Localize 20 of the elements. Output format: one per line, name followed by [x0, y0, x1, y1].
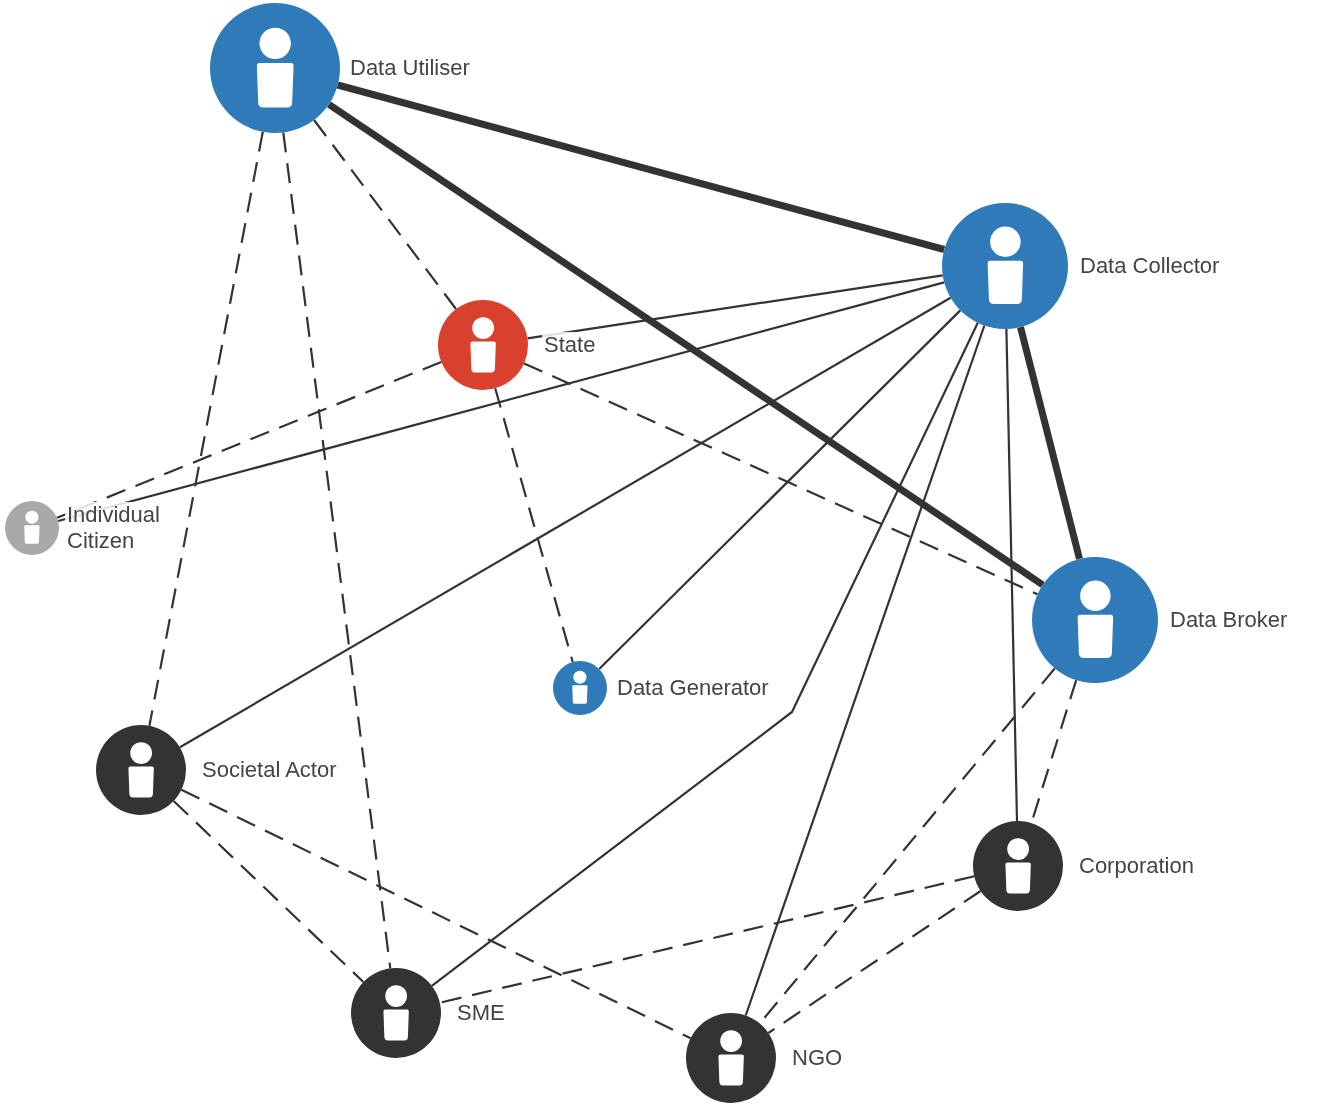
- connector-line: [57, 281, 945, 523]
- connector-line: [336, 81, 946, 253]
- connector-line: [431, 322, 979, 987]
- connector-line: [1017, 326, 1083, 560]
- dashed-connector: [148, 131, 264, 726]
- dashed-connector: [172, 800, 365, 983]
- connector-line: [326, 101, 1045, 588]
- dashed-connector: [494, 388, 574, 663]
- dashed-connector: [523, 362, 1038, 596]
- dashed-connector: [767, 890, 982, 1034]
- dashed-connector: [439, 875, 975, 1004]
- connector-line: [744, 325, 986, 1016]
- connector-line: [527, 274, 943, 340]
- dashed-connector: [313, 119, 457, 310]
- connector-line: [598, 309, 962, 670]
- dashed-connector: [56, 360, 442, 519]
- dashed-connector: [282, 132, 392, 969]
- connector-line: [179, 296, 952, 749]
- connector-line: [1005, 328, 1019, 822]
- dashed-connector: [180, 788, 692, 1040]
